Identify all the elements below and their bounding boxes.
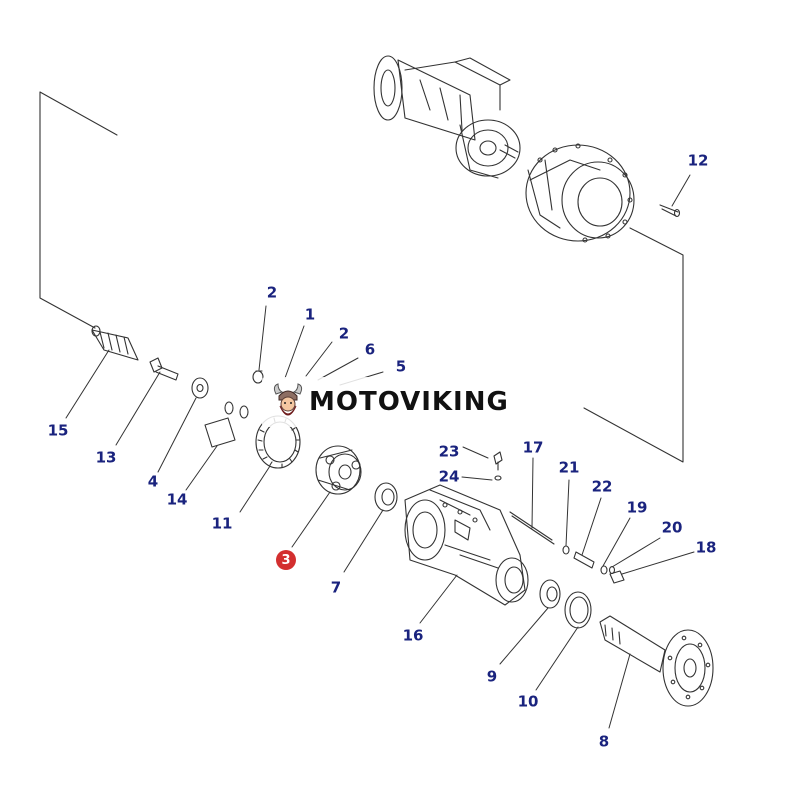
callout-9: 9 [486, 667, 498, 686]
callout-2-top: 2 [266, 283, 278, 302]
part-7-bearing [374, 482, 398, 512]
callout-3-highlighted: 3 [276, 550, 296, 570]
callout-2-mid: 2 [338, 324, 350, 343]
callout-1: 1 [304, 305, 316, 324]
part-9-bearing [539, 579, 561, 609]
reference-frame-lines [39, 91, 684, 463]
part-4-washer [191, 377, 209, 399]
callout-20: 20 [661, 518, 683, 537]
callout-11: 11 [211, 514, 233, 533]
callout-21: 21 [558, 458, 580, 477]
part-19-oring [600, 565, 608, 575]
callout-6: 6 [364, 340, 376, 359]
callout-17: 17 [522, 438, 544, 457]
part-16-housing [404, 484, 529, 606]
callout-13: 13 [95, 448, 117, 467]
callout-5: 5 [395, 357, 407, 376]
part-13-bolt [149, 357, 179, 381]
viking-logo-icon [273, 383, 303, 416]
callout-7: 7 [330, 578, 342, 597]
part-17-rod [509, 511, 555, 545]
watermark-text: MOTOVIKING [309, 387, 509, 417]
callout-22: 22 [591, 477, 613, 496]
callout-4: 4 [147, 472, 159, 491]
callout-12: 12 [687, 151, 709, 170]
callout-19: 19 [626, 498, 648, 517]
callout-18: 18 [695, 538, 717, 557]
part-24-ring [494, 475, 502, 481]
callout-10: 10 [517, 692, 539, 711]
part-15-shaft [91, 325, 139, 361]
part-10-seal [564, 591, 592, 629]
part-8-axle-shaft [599, 615, 714, 707]
callout-23: 23 [438, 442, 460, 461]
part-23-bolt [493, 451, 503, 471]
callout-16: 16 [402, 626, 424, 645]
leader-lines [65, 174, 695, 729]
part-3-carrier [315, 445, 362, 495]
part-21-oring [562, 545, 570, 555]
callout-15: 15 [47, 421, 69, 440]
part-12-pin [659, 204, 681, 218]
watermark-box: MOTOVIKING [262, 377, 536, 427]
callout-24: 24 [438, 467, 460, 486]
axle-assembly-drawing [373, 55, 635, 243]
part-22-pin [573, 551, 595, 569]
part-18-plug [609, 570, 625, 584]
callout-14: 14 [166, 490, 188, 509]
part-14-shims [204, 401, 249, 448]
callout-8: 8 [598, 732, 610, 751]
